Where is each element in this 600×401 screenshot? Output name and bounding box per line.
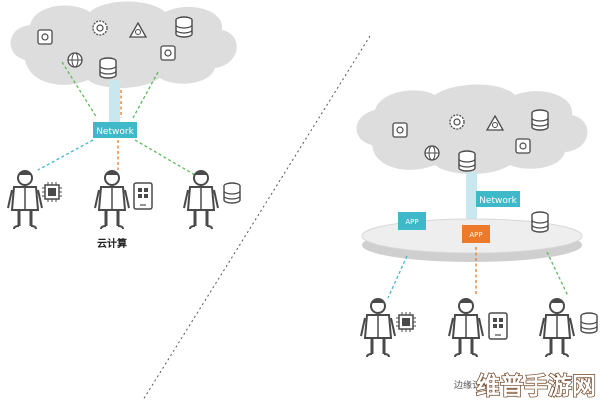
gear-icon bbox=[92, 20, 108, 36]
left-cloud bbox=[10, 1, 237, 88]
edge-user-3-icon bbox=[538, 297, 576, 359]
config-icon bbox=[392, 122, 408, 138]
config-icon bbox=[37, 29, 53, 45]
link-cloud-left bbox=[61, 61, 98, 119]
left-network-box: Network bbox=[93, 122, 137, 138]
left-links bbox=[37, 61, 196, 176]
chart-icon bbox=[515, 138, 531, 154]
right-network-label: Network bbox=[479, 196, 517, 206]
globe-icon bbox=[67, 52, 83, 68]
link-edge-user-1 bbox=[387, 255, 408, 299]
left-caption: 云计算 bbox=[97, 237, 127, 250]
database-icon bbox=[458, 150, 476, 172]
edge-app-2: APP bbox=[462, 225, 490, 243]
right-links bbox=[387, 247, 569, 299]
globe-icon bbox=[424, 145, 440, 161]
tablet-icon bbox=[488, 312, 508, 340]
link-user-3 bbox=[134, 139, 196, 176]
user-1-icon bbox=[6, 169, 44, 231]
left-users bbox=[6, 169, 241, 231]
user-2-icon bbox=[93, 169, 131, 231]
app-label-2: APP bbox=[469, 231, 482, 239]
gear-icon bbox=[449, 114, 465, 130]
edge-user-2-icon bbox=[447, 297, 485, 359]
edge-user-1-icon bbox=[359, 297, 397, 359]
chip-icon bbox=[395, 311, 417, 333]
database-icon bbox=[99, 57, 117, 79]
left-network-label: Network bbox=[96, 127, 134, 137]
chart-icon bbox=[160, 45, 176, 61]
panel-divider bbox=[142, 35, 371, 401]
server-icon bbox=[175, 16, 193, 38]
right-network-pipe bbox=[466, 172, 477, 220]
database-icon bbox=[580, 312, 598, 334]
right-network-box: Network bbox=[476, 191, 520, 207]
app-label-1: APP bbox=[405, 218, 418, 226]
tablet-icon bbox=[133, 182, 153, 210]
chip-icon bbox=[41, 181, 63, 203]
watermark-text: 维普手游网 bbox=[476, 372, 596, 400]
right-caption: 边缘计算 bbox=[454, 379, 490, 391]
server-icon bbox=[531, 109, 549, 131]
link-user-1 bbox=[37, 139, 94, 171]
edge-app-1: APP bbox=[398, 212, 426, 230]
user-3-icon bbox=[182, 169, 220, 231]
link-edge-user-3 bbox=[546, 251, 569, 297]
database-icon bbox=[223, 182, 241, 204]
edge-database-icon bbox=[531, 211, 549, 233]
left-network-pipe bbox=[109, 80, 120, 122]
right-users bbox=[359, 297, 598, 359]
